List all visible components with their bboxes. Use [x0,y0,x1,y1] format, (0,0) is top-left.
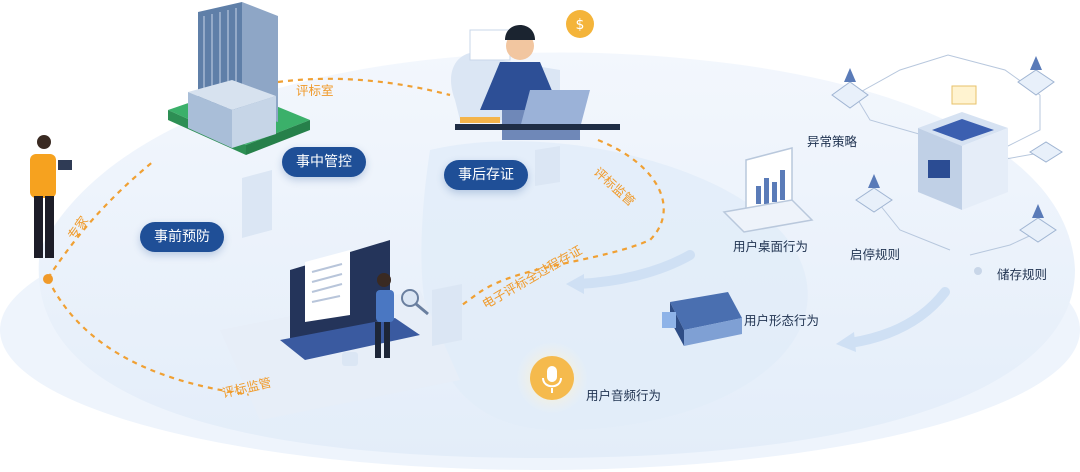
flow-arrow-heads [566,274,856,352]
route-label-room: 评标室 [296,83,334,98]
magnifier-icon [401,289,429,316]
server-hub-illustration [831,54,1063,275]
behavior-label-audio: 用户音频行为 [586,388,662,403]
stage-badge-pre: 事前预防 [140,222,224,252]
evaluation-route [47,77,665,400]
expert-figure [30,135,72,258]
laptop-document-illustration [220,240,460,420]
svg-text:$: $ [576,17,585,33]
camera-illustration [662,292,742,346]
stage-badge-post: 事后存证 [444,160,528,190]
server-node-storage: 储存规则 [997,267,1048,282]
businessman-illustration: $ [451,10,620,140]
stage-badge-mid: 事中管控 [282,147,366,177]
server-node-startstop: 启停规则 [850,247,901,262]
behavior-label-form: 用户形态行为 [744,313,820,328]
dollar-coin-icon [566,10,594,38]
decorative-pillars [242,146,560,346]
server-node-abnormal: 异常策略 [807,134,858,149]
behavior-label-desktop: 用户桌面行为 [733,239,809,254]
flow-arrows [573,250,950,348]
building-illustration [168,2,310,155]
microphone-icon [542,366,562,393]
desktop-laptop-illustration [722,147,814,233]
audio-glow [516,342,588,414]
